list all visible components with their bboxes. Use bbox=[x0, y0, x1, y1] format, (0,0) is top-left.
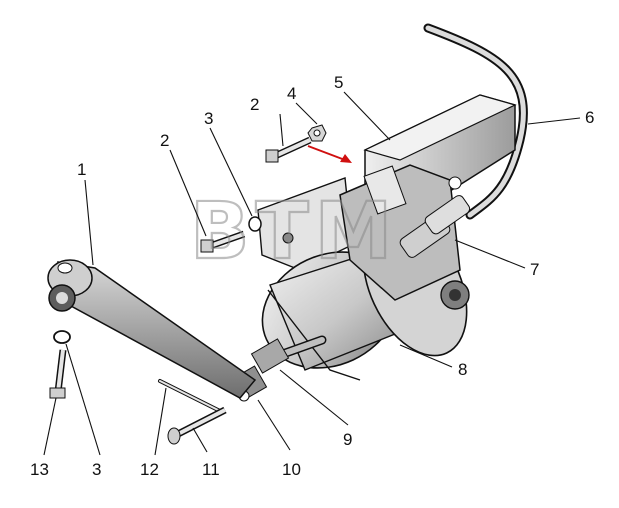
callout-1: 1 bbox=[77, 160, 86, 179]
callout-2b: 2 bbox=[250, 95, 259, 114]
callout-3a: 3 bbox=[204, 109, 213, 128]
callout-6: 6 bbox=[585, 108, 594, 127]
assembly-arrow bbox=[307, 145, 352, 163]
bolt-part-2-lower bbox=[200, 230, 246, 253]
bolt-part-2-upper bbox=[265, 136, 312, 163]
cotter-pin-part-12 bbox=[158, 379, 224, 414]
watermark-text: BTM bbox=[190, 187, 398, 277]
washer-part-3-upper bbox=[248, 216, 262, 232]
washer-part-3-lower bbox=[53, 330, 71, 344]
nut-part-4 bbox=[307, 124, 327, 142]
callout-2a: 2 bbox=[160, 131, 169, 150]
pin-part-11 bbox=[167, 406, 227, 445]
valve-block-part-7 bbox=[339, 164, 471, 310]
callout-12: 12 bbox=[140, 460, 159, 479]
callout-11: 11 bbox=[202, 460, 220, 479]
callout-8: 8 bbox=[458, 360, 467, 379]
leader-lines bbox=[43, 91, 581, 456]
callout-4: 4 bbox=[287, 84, 296, 103]
callout-13: 13 bbox=[30, 460, 49, 479]
callout-9: 9 bbox=[343, 430, 352, 449]
callout-5: 5 bbox=[334, 73, 343, 92]
rod-and-clevis-part-9 bbox=[234, 335, 327, 402]
callout-10: 10 bbox=[282, 460, 301, 479]
lever-part-1 bbox=[47, 259, 257, 399]
callout-labels: 1 2 3 2 4 5 6 7 8 9 10 11 12 3 13 bbox=[30, 73, 594, 479]
bolt-part-13 bbox=[49, 349, 67, 399]
callout-7: 7 bbox=[530, 260, 539, 279]
callout-3b: 3 bbox=[92, 460, 101, 479]
